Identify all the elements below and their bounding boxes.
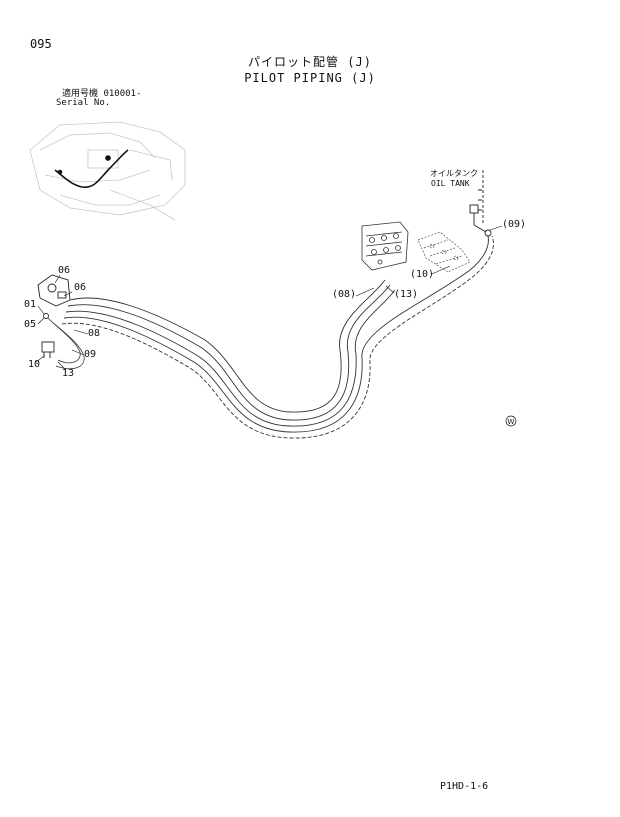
title-japanese: パイロット配管 (J) — [248, 55, 372, 69]
page-number: 095 — [30, 37, 52, 51]
callout-01: 01 — [24, 299, 37, 310]
control-valve-block — [361, 221, 409, 271]
pilot-hose-bundle — [61, 235, 494, 439]
callout-paren-13: (13) — [394, 289, 419, 300]
machine-overview-sketch — [29, 121, 186, 221]
serial-label-jp-text: 適用号機 — [62, 89, 99, 99]
oil-tank-label-japanese: オイルタンク — [430, 169, 478, 178]
callout-13: 13 — [62, 368, 75, 379]
figure-code: P1HD-1-6 — [440, 781, 489, 792]
serial-label-english: Serial No. — [56, 98, 111, 108]
serial-label-japanese: 適用号機 010001- — [62, 90, 141, 99]
callout-leader-lines — [35, 225, 503, 371]
callout-06-upper: 06 — [58, 265, 71, 276]
callout-09: 09 — [84, 349, 97, 360]
callout-paren-08: (08) — [332, 289, 357, 300]
title-english: PILOT PIPING (J) — [244, 71, 376, 85]
pilot-control-unit — [37, 274, 71, 358]
serial-value: 010001- — [103, 89, 142, 99]
oil-tank-fitting — [469, 170, 492, 237]
callout-05: 05 — [24, 319, 37, 330]
pilot-valve-block — [417, 231, 471, 273]
callout-paren-10: (10) — [410, 269, 435, 280]
local-hose-loop — [47, 317, 85, 370]
w-mark: W — [505, 415, 517, 427]
w-mark-letter: W — [508, 418, 515, 426]
oil-tank-label-english: OIL TANK — [431, 179, 470, 188]
callout-06-lower: 06 — [74, 282, 87, 293]
machine-overview-highlight — [54, 149, 129, 188]
callout-paren-09: (09) — [502, 219, 527, 230]
callout-10: 10 — [28, 359, 41, 370]
callout-08: 08 — [88, 328, 101, 339]
